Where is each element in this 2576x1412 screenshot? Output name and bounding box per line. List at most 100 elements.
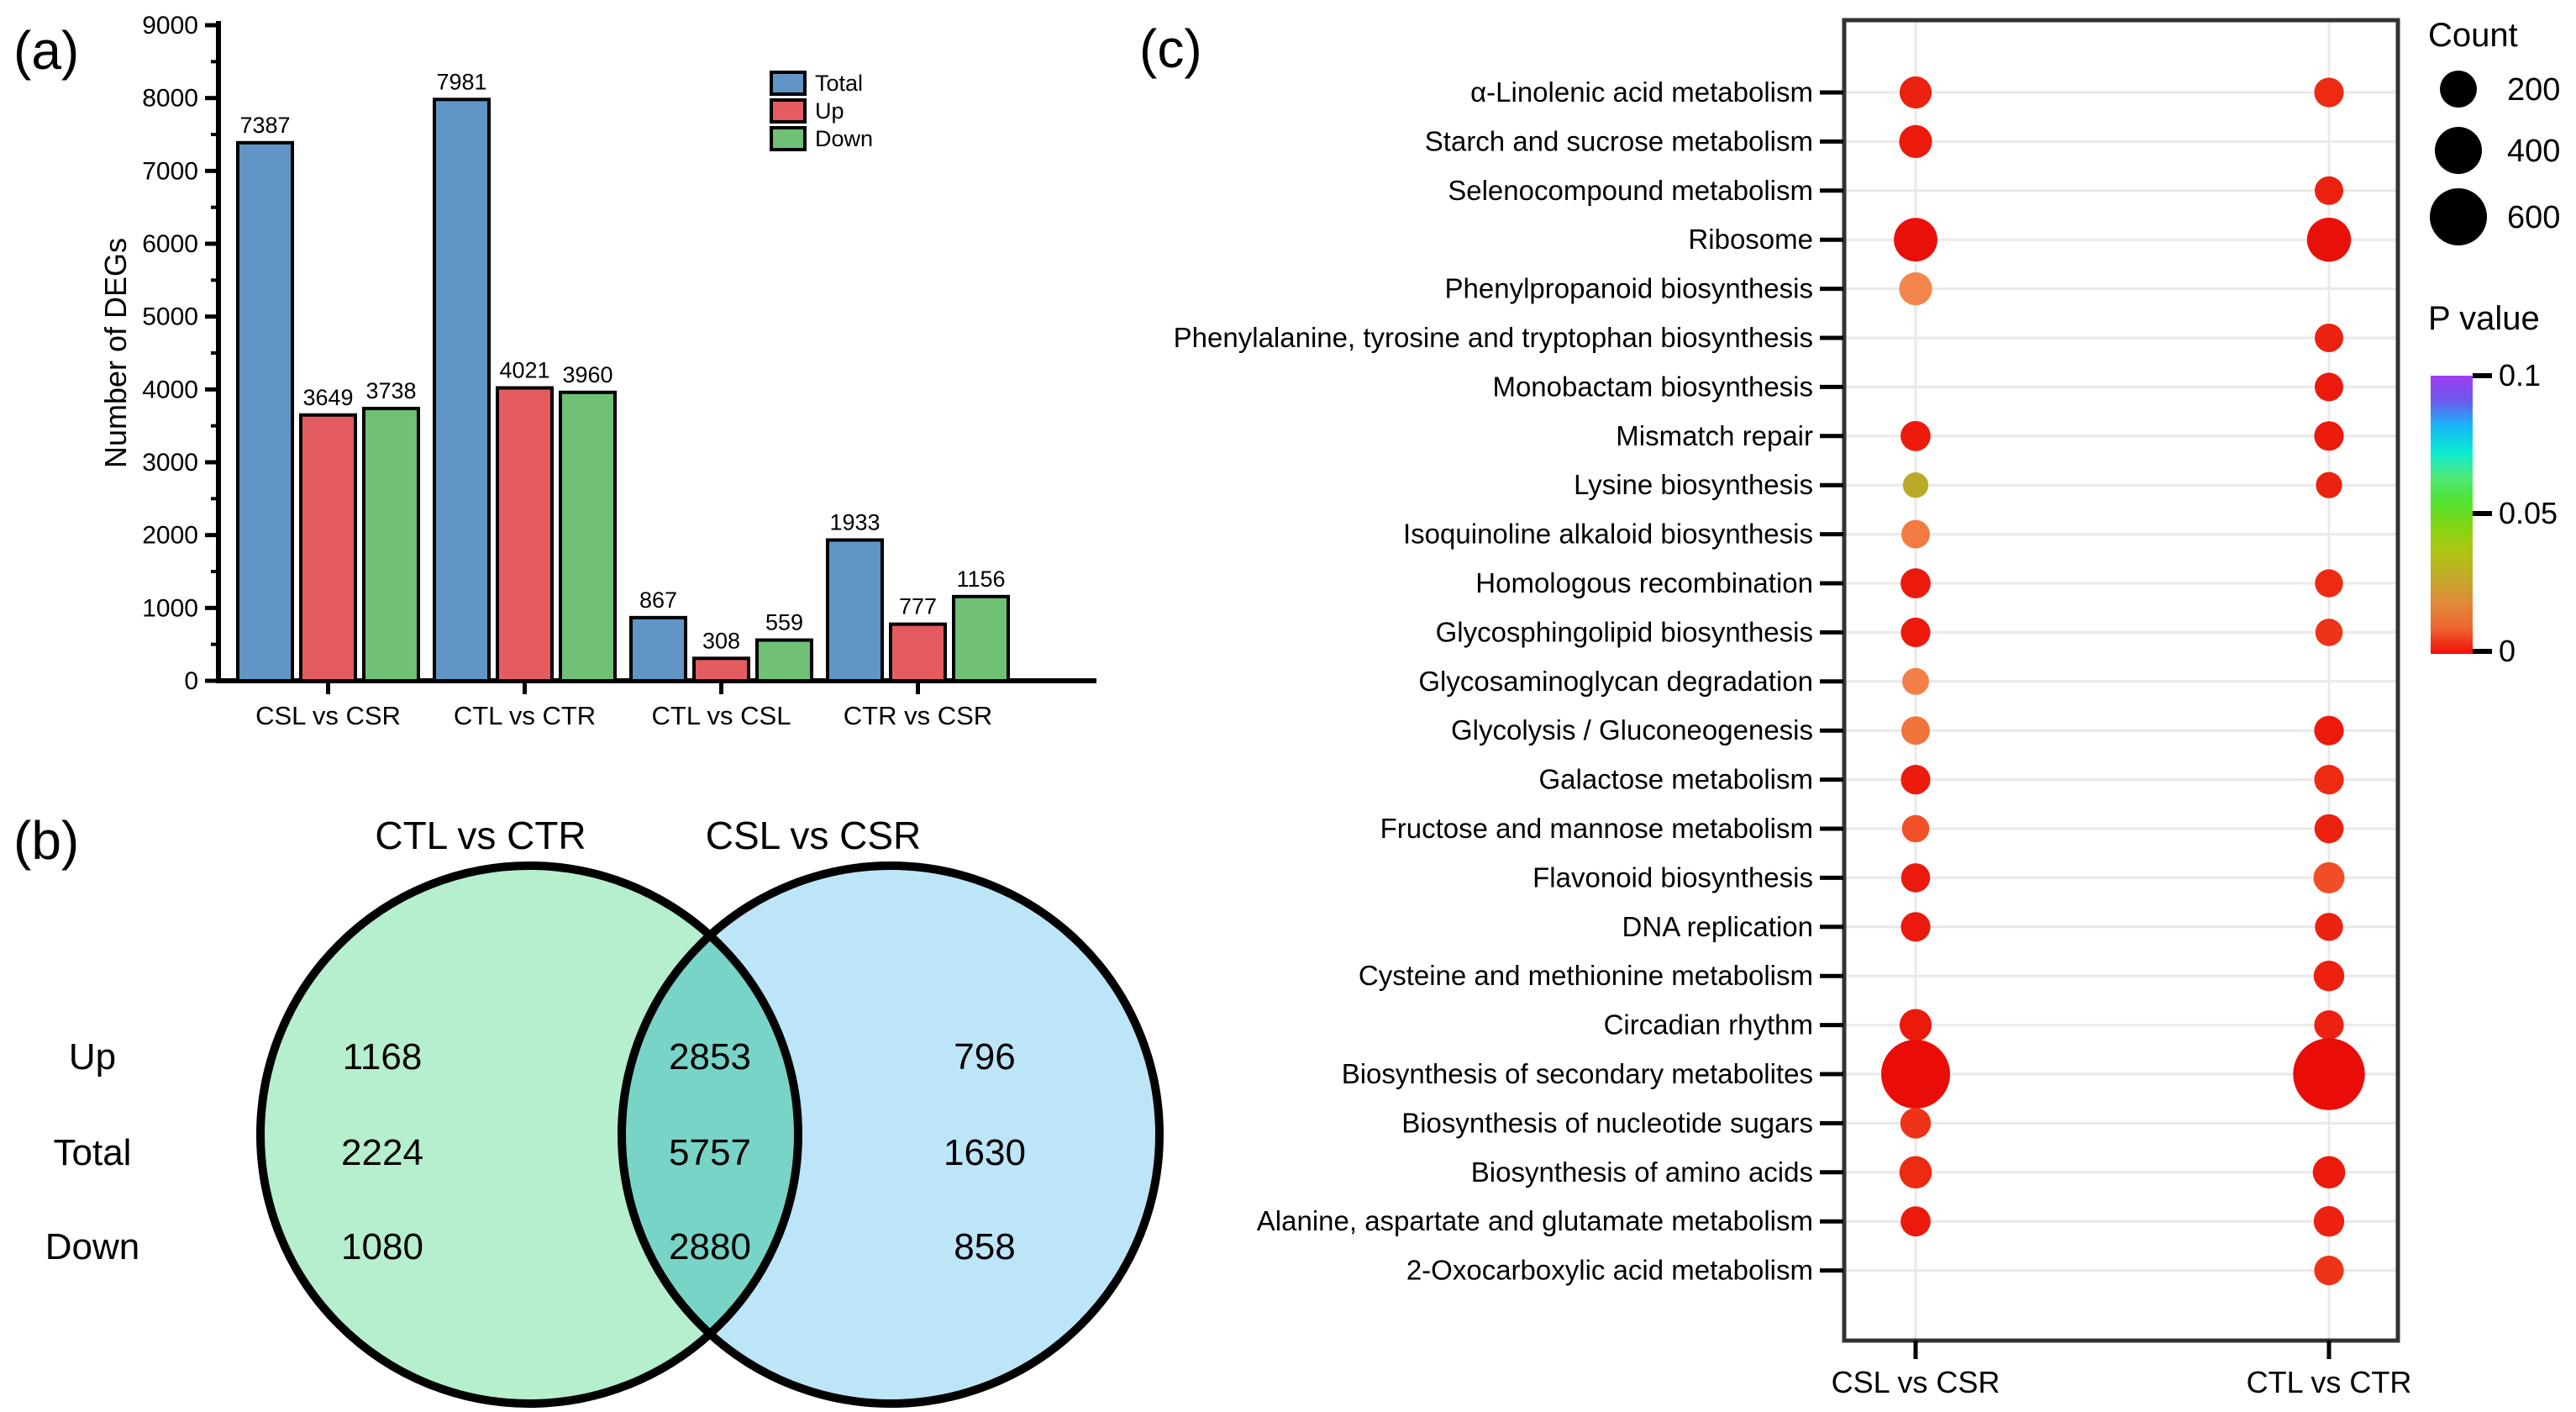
- bar-up-ctl-vs-ctr: [496, 386, 554, 682]
- plot-frame: [1842, 18, 2400, 1343]
- dot-csl-vs-csr-biosynthesis-of-amino-acids: [1899, 1156, 1932, 1189]
- pathway-label-dna-replication: DNA replication: [1622, 911, 1813, 942]
- pvalue-tick-label-0_1: 0.1: [2499, 358, 2541, 393]
- pathway-label-linolenic-acid-metabolism: α-Linolenic acid metabolism: [1470, 76, 1813, 108]
- y-tick-label: 9000: [142, 12, 198, 40]
- bar-value-label: 777: [899, 594, 937, 619]
- y-tick-label: 6000: [142, 230, 198, 258]
- dot-csl-vs-csr-homologous-recombination: [1900, 568, 1931, 598]
- venn-row-label-total: Total: [54, 1132, 132, 1173]
- dot-ctl-vs-ctr-dna-replication: [2315, 913, 2343, 941]
- dot-ctl-vs-ctr-linolenic-acid-metabolism: [2314, 77, 2344, 108]
- pathway-label-monobactam-biosynthesis: Monobactam biosynthesis: [1492, 371, 1813, 402]
- dot-csl-vs-csr-galactose-metabolism: [1900, 765, 1931, 795]
- count-legend-label-200: 200: [2507, 72, 2560, 108]
- dot-ctl-vs-ctr-ribosome: [2306, 218, 2352, 262]
- venn-right-circle-outline: [618, 861, 1164, 1408]
- dot-ctl-vs-ctr-phenylalanine-tyrosine-and-tryptophan-biosynthesis: [2315, 324, 2343, 352]
- x-category-label: CSL vs CSR: [255, 701, 401, 730]
- bar-total-ctl-vs-csl: [629, 615, 687, 682]
- venn-left-circle-outline: [256, 861, 802, 1408]
- dot-csl-vs-csr-alanine-aspartate-and-glutamate-metabolism: [1900, 1206, 1931, 1237]
- y-tick-label: 4000: [142, 376, 198, 403]
- dot-csl-vs-csr-starch-and-sucrose-metabolism: [1899, 124, 1932, 158]
- dot-csl-vs-csr-flavonoid-biosynthesis: [1900, 863, 1931, 893]
- count-legend-label-600: 600: [2507, 200, 2560, 235]
- bar-value-label: 867: [639, 587, 677, 613]
- dot-ctl-vs-ctr-glycosphingolipid-biosynthesis: [2315, 619, 2343, 646]
- pathway-label-homologous-recombination: Homologous recombination: [1475, 567, 1813, 598]
- pathway-label-circadian-rhythm: Circadian rhythm: [1604, 1009, 1813, 1041]
- x-category-label: CTL vs CTR: [454, 701, 596, 730]
- dot-csl-vs-csr-biosynthesis-of-secondary-metabolites: [1881, 1040, 1950, 1109]
- dot-csl-vs-csr-glycosphingolipid-biosynthesis: [1900, 617, 1931, 648]
- count-legend-title: Count: [2428, 17, 2518, 54]
- dot-ctl-vs-ctr-flavonoid-biosynthesis: [2313, 861, 2345, 893]
- dot-ctl-vs-ctr-monobactam-biosynthesis: [2315, 372, 2343, 402]
- dot-ctl-vs-ctr-biosynthesis-of-amino-acids: [2312, 1156, 2346, 1189]
- dot-csl-vs-csr-glycosaminoglycan-degradation: [1902, 667, 1929, 695]
- bar-value-label: 1156: [956, 566, 1005, 592]
- legend-swatch-up: [770, 98, 807, 124]
- pathway-label-lysine-biosynthesis: Lysine biosynthesis: [1574, 469, 1813, 500]
- pathway-label-galactose-metabolism: Galactose metabolism: [1539, 764, 1813, 795]
- pathway-label-selenocompound-metabolism: Selenocompound metabolism: [1448, 175, 1813, 206]
- pathway-label-fructose-and-mannose-metabolism: Fructose and mannose metabolism: [1380, 813, 1813, 844]
- pathway-label-biosynthesis-of-amino-acids: Biosynthesis of amino acids: [1471, 1156, 1813, 1188]
- dot-csl-vs-csr-isoquinoline-alkaloid-biosynthesis: [1901, 519, 1930, 549]
- pathway-label-glycosphingolipid-biosynthesis: Glycosphingolipid biosynthesis: [1436, 616, 1813, 647]
- bar-value-label: 3738: [365, 378, 416, 403]
- pathway-label-starch-and-sucrose-metabolism: Starch and sucrose metabolism: [1425, 125, 1813, 156]
- dot-ctl-vs-ctr-biosynthesis-of-secondary-metabolites: [2293, 1038, 2365, 1110]
- venn-overlap-down: 2880: [669, 1226, 751, 1267]
- bar-down-ctr-vs-csr: [952, 594, 1010, 683]
- bar-value-label: 308: [702, 628, 740, 653]
- pathway-label-ribosome: Ribosome: [1688, 224, 1813, 255]
- x-category-label: CTR vs CSR: [844, 701, 992, 730]
- y-axis-title: Number of DEGs: [98, 238, 133, 468]
- venn-right-only-up: 796: [954, 1036, 1015, 1077]
- bar-total-ctr-vs-csr: [826, 538, 884, 682]
- dot-csl-vs-csr-lysine-biosynthesis: [1902, 472, 1929, 498]
- legend-label-up: Up: [815, 98, 844, 124]
- pathway-label-biosynthesis-of-nucleotide-sugars: Biosynthesis of nucleotide sugars: [1401, 1107, 1813, 1138]
- dot-csl-vs-csr-ribosome: [1894, 218, 1937, 262]
- pvalue-colorbar: [2431, 376, 2473, 654]
- bar-total-ctl-vs-ctr: [433, 97, 491, 682]
- y-tick-label: 2000: [142, 522, 198, 550]
- bar-down-csl-vs-csr: [362, 407, 420, 682]
- venn-right-set-title: CSL vs CSR: [706, 814, 921, 857]
- col-label-ctl-vs-ctr: CTL vs CTR: [2247, 1365, 2412, 1399]
- venn-overlap-up: 2853: [669, 1036, 751, 1077]
- pathway-label-cysteine-and-methionine-metabolism: Cysteine and methionine metabolism: [1359, 960, 1813, 991]
- venn-overlap-fill: [622, 866, 798, 1404]
- venn-row-label-up: Up: [69, 1036, 116, 1077]
- dot-ctl-vs-ctr-2-oxocarboxylic-acid-metabolism: [2314, 1256, 2344, 1286]
- y-tick-label: 1000: [142, 594, 198, 622]
- pathway-label-biosynthesis-of-secondary-metabolites: Biosynthesis of secondary metabolites: [1342, 1058, 1813, 1089]
- venn-right-only-total: 1630: [944, 1132, 1026, 1173]
- dot-csl-vs-csr-fructose-and-mannose-metabolism: [1901, 814, 1930, 843]
- venn-right-only-down: 858: [954, 1226, 1015, 1267]
- bar-value-label: 7387: [239, 113, 290, 138]
- bar-value-label: 3960: [562, 362, 612, 387]
- dot-csl-vs-csr-mismatch-repair: [1900, 420, 1931, 451]
- legend-swatch-down: [770, 126, 807, 151]
- panel-c-label: (c): [1139, 18, 1202, 79]
- bar-value-label: 559: [765, 610, 803, 635]
- pathway-label-2-oxocarboxylic-acid-metabolism: 2-Oxocarboxylic acid metabolism: [1406, 1255, 1813, 1286]
- pathway-label-alanine-aspartate-and-glutamate-metabolism: Alanine, aspartate and glutamate metabol…: [1257, 1205, 1813, 1236]
- dot-csl-vs-csr-circadian-rhythm: [1899, 1009, 1932, 1041]
- count-legend-circle-400: [2435, 127, 2482, 174]
- dot-ctl-vs-ctr-selenocompound-metabolism: [2315, 176, 2343, 205]
- pathway-label-glycolysis-gluconeogenesis: Glycolysis / Gluconeogenesis: [1451, 714, 1813, 746]
- dot-ctl-vs-ctr-homologous-recombination: [2315, 569, 2343, 598]
- venn-row-label-down: Down: [45, 1226, 140, 1267]
- panel-a-label: (a): [13, 20, 79, 81]
- dot-ctl-vs-ctr-mismatch-repair: [2314, 421, 2344, 451]
- count-legend-circle-600: [2430, 188, 2487, 245]
- x-category-label: CTL vs CSL: [652, 701, 791, 730]
- bar-up-ctr-vs-csr: [889, 622, 947, 682]
